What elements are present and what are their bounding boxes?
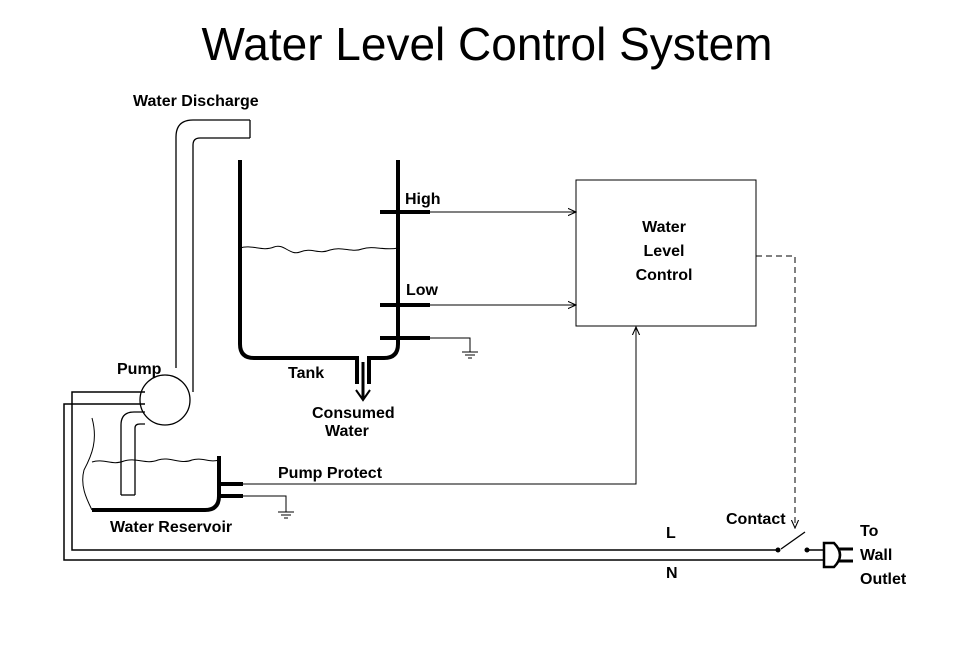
control-label-2: Level: [644, 243, 685, 260]
contact-switch-icon: [775, 531, 824, 553]
tank-ground-icon: [430, 337, 478, 359]
tank-label: Tank: [288, 365, 324, 382]
water-discharge-label: Water Discharge: [133, 93, 259, 110]
probes: [380, 210, 430, 340]
power-line-l: [71, 391, 776, 551]
high-probe-label: High: [405, 191, 441, 208]
pump-protect-label: Pump Protect: [278, 465, 383, 482]
pump-protect-probes: [219, 482, 243, 498]
pump-label: Pump: [117, 361, 162, 378]
suction-pipe-outer: [120, 411, 145, 495]
discharge-pipe: [175, 119, 251, 392]
water-level-control-box: [575, 179, 757, 327]
control-label-1: Water: [642, 219, 686, 236]
low-probe-label: Low: [406, 282, 439, 299]
pump-icon: [139, 374, 191, 426]
control-label-3: Control: [636, 267, 693, 284]
water-reservoir-label: Water Reservoir: [110, 519, 232, 536]
water-reservoir: [82, 417, 221, 512]
suction-pipe-inner: [134, 423, 145, 495]
outlet-label-3: Outlet: [860, 571, 907, 588]
tank: [238, 160, 400, 384]
outlet-label-1: To: [860, 523, 879, 540]
line-n-label: N: [666, 565, 678, 582]
reservoir-ground-icon: [243, 495, 294, 519]
wall-plug-icon: [822, 541, 853, 569]
consumed-water-label-1: Consumed: [312, 405, 395, 422]
pump-protect-signal-line: [243, 327, 636, 485]
contact-label: Contact: [726, 511, 786, 528]
contact-control-line: [756, 255, 795, 528]
power-line-n: [63, 403, 824, 561]
line-l-label: L: [666, 525, 676, 542]
outlet-label-2: Wall: [860, 547, 892, 564]
consumed-water-label-2: Water: [325, 423, 369, 440]
diagram-title: Water Level Control System: [202, 18, 773, 70]
consumed-water-outlet: [355, 362, 371, 402]
